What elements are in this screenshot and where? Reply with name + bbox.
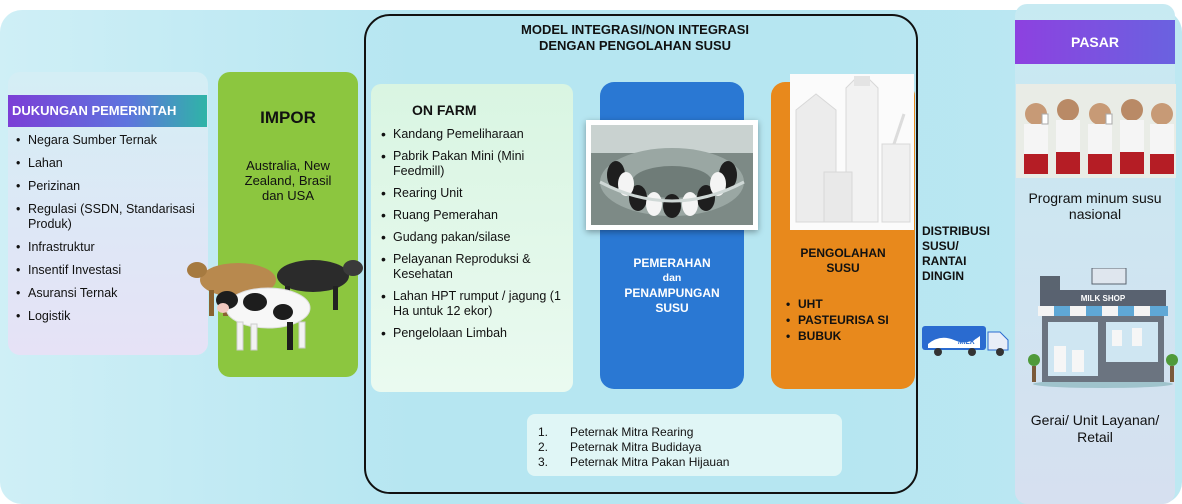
milk-truck-icon: MILK: [922, 326, 1009, 356]
model-title: MODEL INTEGRASI/NON INTEGRASI DENGAN PEN…: [440, 22, 830, 54]
milking-parlor-photo: [586, 120, 758, 230]
pengolahan-title: PENGOLAHAN SUSU: [771, 246, 915, 276]
mitra-num: 2.: [538, 440, 549, 454]
model-frame: [364, 14, 918, 494]
pemerahan-label: PEMERAHAN dan PENAMPUNGAN SUSU: [600, 256, 744, 316]
distribusi-line3: RANTAI: [922, 254, 967, 268]
onfarm-list: Kandang Pemeliharaan Pabrik Pakan Mini (…: [379, 127, 569, 348]
gov-item: Insentif Investasi: [14, 263, 206, 278]
cows-illustration: [187, 260, 363, 351]
gov-item: Lahan: [14, 156, 206, 171]
pengolahan-list: UHT PASTEURISA SI BUBUK: [784, 297, 912, 345]
onfarm-item: Pabrik Pakan Mini (Mini Feedmill): [379, 149, 569, 179]
holstein-cow-icon: [216, 287, 311, 351]
onfarm-title: ON FARM: [412, 102, 477, 118]
pemerahan-line4: SUSU: [655, 301, 689, 315]
pengolahan-item: UHT: [784, 297, 912, 311]
pemerahan-line1: PEMERAHAN: [633, 256, 711, 270]
pengolahan-item: PASTEURISA SI: [784, 313, 912, 327]
distribusi-line2: SUSU/: [922, 239, 959, 253]
onfarm-item: Ruang Pemerahan: [379, 208, 569, 223]
gov-item: Asuransi Ternak: [14, 286, 206, 301]
gov-support-title: DUKUNGAN PEMERINTAH: [8, 95, 207, 127]
mitra-num: 1.: [538, 425, 549, 439]
gov-item: Infrastruktur: [14, 240, 206, 255]
model-title-line2: DENGAN PENGOLAHAN SUSU: [538, 38, 732, 53]
onfarm-item: Rearing Unit: [379, 186, 569, 201]
mitra-item: 3. Peternak Mitra Pakan Hijauan: [538, 455, 729, 470]
mitra-num: 3.: [538, 455, 549, 469]
onfarm-item: Pengelolaan Limbah: [379, 326, 569, 341]
pengolahan-item: BUBUK: [784, 329, 912, 343]
mitra-panel: [527, 414, 842, 476]
mitra-label: Peternak Mitra Rearing: [570, 425, 694, 439]
pengolahan-title-line2: SUSU: [826, 261, 860, 275]
model-title-line1: MODEL INTEGRASI/NON INTEGRASI: [521, 22, 749, 37]
onfarm-item: Pelayanan Reproduksi & Kesehatan: [379, 252, 569, 282]
pemerahan-line3: PENAMPUNGAN: [624, 286, 720, 300]
mitra-label: Peternak Mitra Pakan Hijauan: [570, 455, 730, 469]
mitra-item: 1. Peternak Mitra Rearing: [538, 425, 729, 440]
mitra-item: 2. Peternak Mitra Budidaya: [538, 440, 729, 455]
gov-item: Regulasi (SSDN, Standarisasi Produk): [14, 202, 206, 232]
distribusi-line1: DISTRIBUSI: [922, 224, 991, 238]
gov-item: Negara Sumber Ternak: [14, 133, 206, 148]
milk-shop-icon: MILK SHOP: [1028, 268, 1178, 388]
pemerahan-line2: dan: [662, 272, 682, 284]
onfarm-item: Kandang Pemeliharaan: [379, 127, 569, 142]
black-cow-icon: [277, 260, 363, 310]
onfarm-item: Lahan HPT rumput / jagung (1 Ha untuk 12…: [379, 289, 569, 319]
truck-label: MILK: [958, 339, 976, 346]
distribusi-line4: DINGIN: [922, 269, 964, 283]
impor-countries: Australia, New Zealand, Brasil dan USA: [244, 158, 332, 203]
mitra-list: 1. Peternak Mitra Rearing 2. Peternak Mitr…: [538, 425, 729, 470]
milk-products-icon: [790, 74, 914, 230]
gov-item: Perizinan: [14, 179, 206, 194]
shop-sign: MILK SHOP: [1081, 294, 1126, 303]
mitra-label: Peternak Mitra Budidaya: [570, 440, 702, 454]
distribusi-label: DISTRIBUSI SUSU/ RANTAI DINGIN: [922, 224, 1010, 284]
onfarm-item: Gudang pakan/silase: [379, 230, 569, 245]
pasar-title: PASAR: [1015, 20, 1175, 64]
gov-support-list: Negara Sumber Ternak Lahan Perizinan Reg…: [14, 133, 206, 332]
impor-title: IMPOR: [260, 108, 316, 127]
pasar-program: Program minum susu nasional: [1028, 190, 1162, 222]
gov-item: Logistik: [14, 309, 206, 324]
pengolahan-title-line1: PENGOLAHAN: [800, 246, 886, 260]
kids-drinking-milk-photo: [1016, 84, 1176, 178]
pasar-retail: Gerai/ Unit Layanan/ Retail: [1030, 412, 1160, 445]
